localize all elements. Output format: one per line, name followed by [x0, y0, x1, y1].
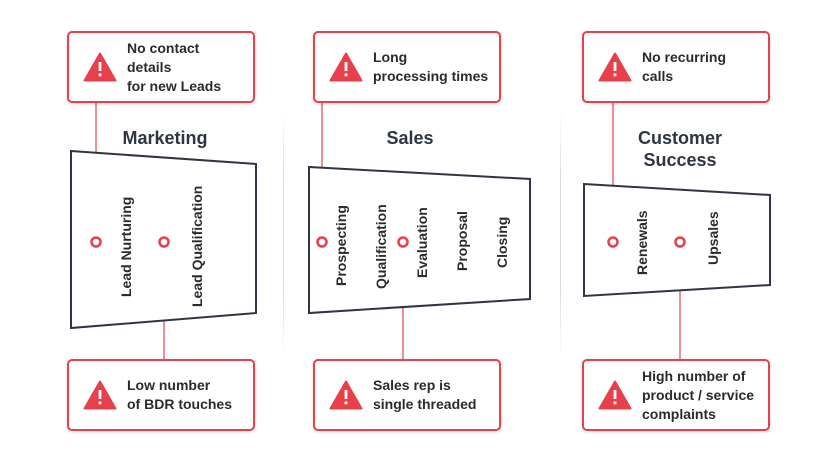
- stage-label-proposal: Proposal: [454, 211, 470, 271]
- sales-funnel: [308, 165, 531, 315]
- connector-dot: [397, 236, 409, 248]
- alert-message: No contact details for new Leads: [127, 39, 222, 94]
- alert-card: No recurring calls: [582, 31, 770, 103]
- warning-triangle-icon: [83, 380, 117, 410]
- connector-dot: [158, 236, 170, 248]
- stage-label-qualification: Qualification: [373, 204, 389, 289]
- sales-heading: Sales: [386, 128, 434, 148]
- warning-triangle-icon: [598, 52, 632, 82]
- alert-card: High number of product / service complai…: [582, 359, 770, 431]
- connector-dot: [674, 236, 686, 248]
- alert-card: Low number of BDR touches: [67, 359, 255, 431]
- connector-dot: [316, 236, 328, 248]
- customer-success-heading: Customer Success: [637, 128, 722, 170]
- alert-message: Long processing times: [373, 49, 489, 84]
- stage-label-evaluation: Evaluation: [414, 207, 430, 278]
- alert-card: No contact details for new Leads: [67, 31, 255, 103]
- column-divider: [560, 110, 561, 360]
- warning-triangle-icon: [329, 52, 363, 82]
- stage-label-renewals: Renewals: [634, 210, 650, 275]
- marketing-heading: Marketing: [122, 128, 208, 148]
- alert-message: Sales rep is single threaded: [373, 377, 477, 412]
- connector-dot: [607, 236, 619, 248]
- connector-dot: [90, 236, 102, 248]
- alert-message: High number of product / service complai…: [642, 367, 755, 422]
- stage-label-prospecting: Prospecting: [333, 205, 349, 286]
- alert-message: Low number of BDR touches: [127, 377, 232, 412]
- warning-triangle-icon: [329, 380, 363, 410]
- stage-label-lead-qualification: Lead Qualification: [189, 185, 205, 307]
- stage-label-lead-nurturing: Lead Nurturing: [118, 196, 134, 297]
- column-divider: [283, 110, 284, 360]
- alert-message: No recurring calls: [642, 49, 727, 84]
- alert-card: Long processing times: [313, 31, 501, 103]
- warning-triangle-icon: [598, 380, 632, 410]
- alert-card: Sales rep is single threaded: [313, 359, 501, 431]
- warning-triangle-icon: [83, 52, 117, 82]
- stage-label-closing: Closing: [494, 216, 510, 268]
- stage-label-upsales: Upsales: [705, 211, 721, 265]
